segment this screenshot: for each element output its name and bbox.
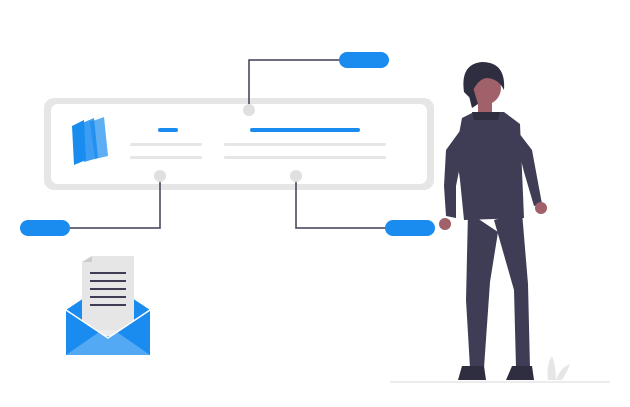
connector-dot-left	[154, 170, 166, 182]
connector-right	[295, 176, 386, 229]
field-placeholder-left-1	[130, 143, 202, 146]
tag-pill-left	[20, 220, 70, 236]
field-placeholder-left-2	[130, 156, 202, 159]
label-placeholder-long	[250, 128, 360, 132]
field-placeholder-right-2	[224, 156, 386, 159]
connector-dot-right	[290, 170, 302, 182]
person-figure	[439, 62, 547, 380]
book-pages-icon	[72, 117, 108, 165]
plant-icon	[547, 356, 570, 380]
tag-pill-top	[339, 52, 389, 68]
connector-top	[248, 59, 340, 110]
envelope-icon	[65, 256, 151, 355]
form-card	[44, 98, 434, 190]
field-placeholder-right-1	[224, 143, 386, 146]
tag-pill-right	[385, 220, 435, 236]
connector-left	[70, 176, 161, 229]
connectors	[70, 59, 386, 229]
label-placeholder-short	[158, 128, 178, 132]
connector-dot-top	[243, 104, 255, 116]
